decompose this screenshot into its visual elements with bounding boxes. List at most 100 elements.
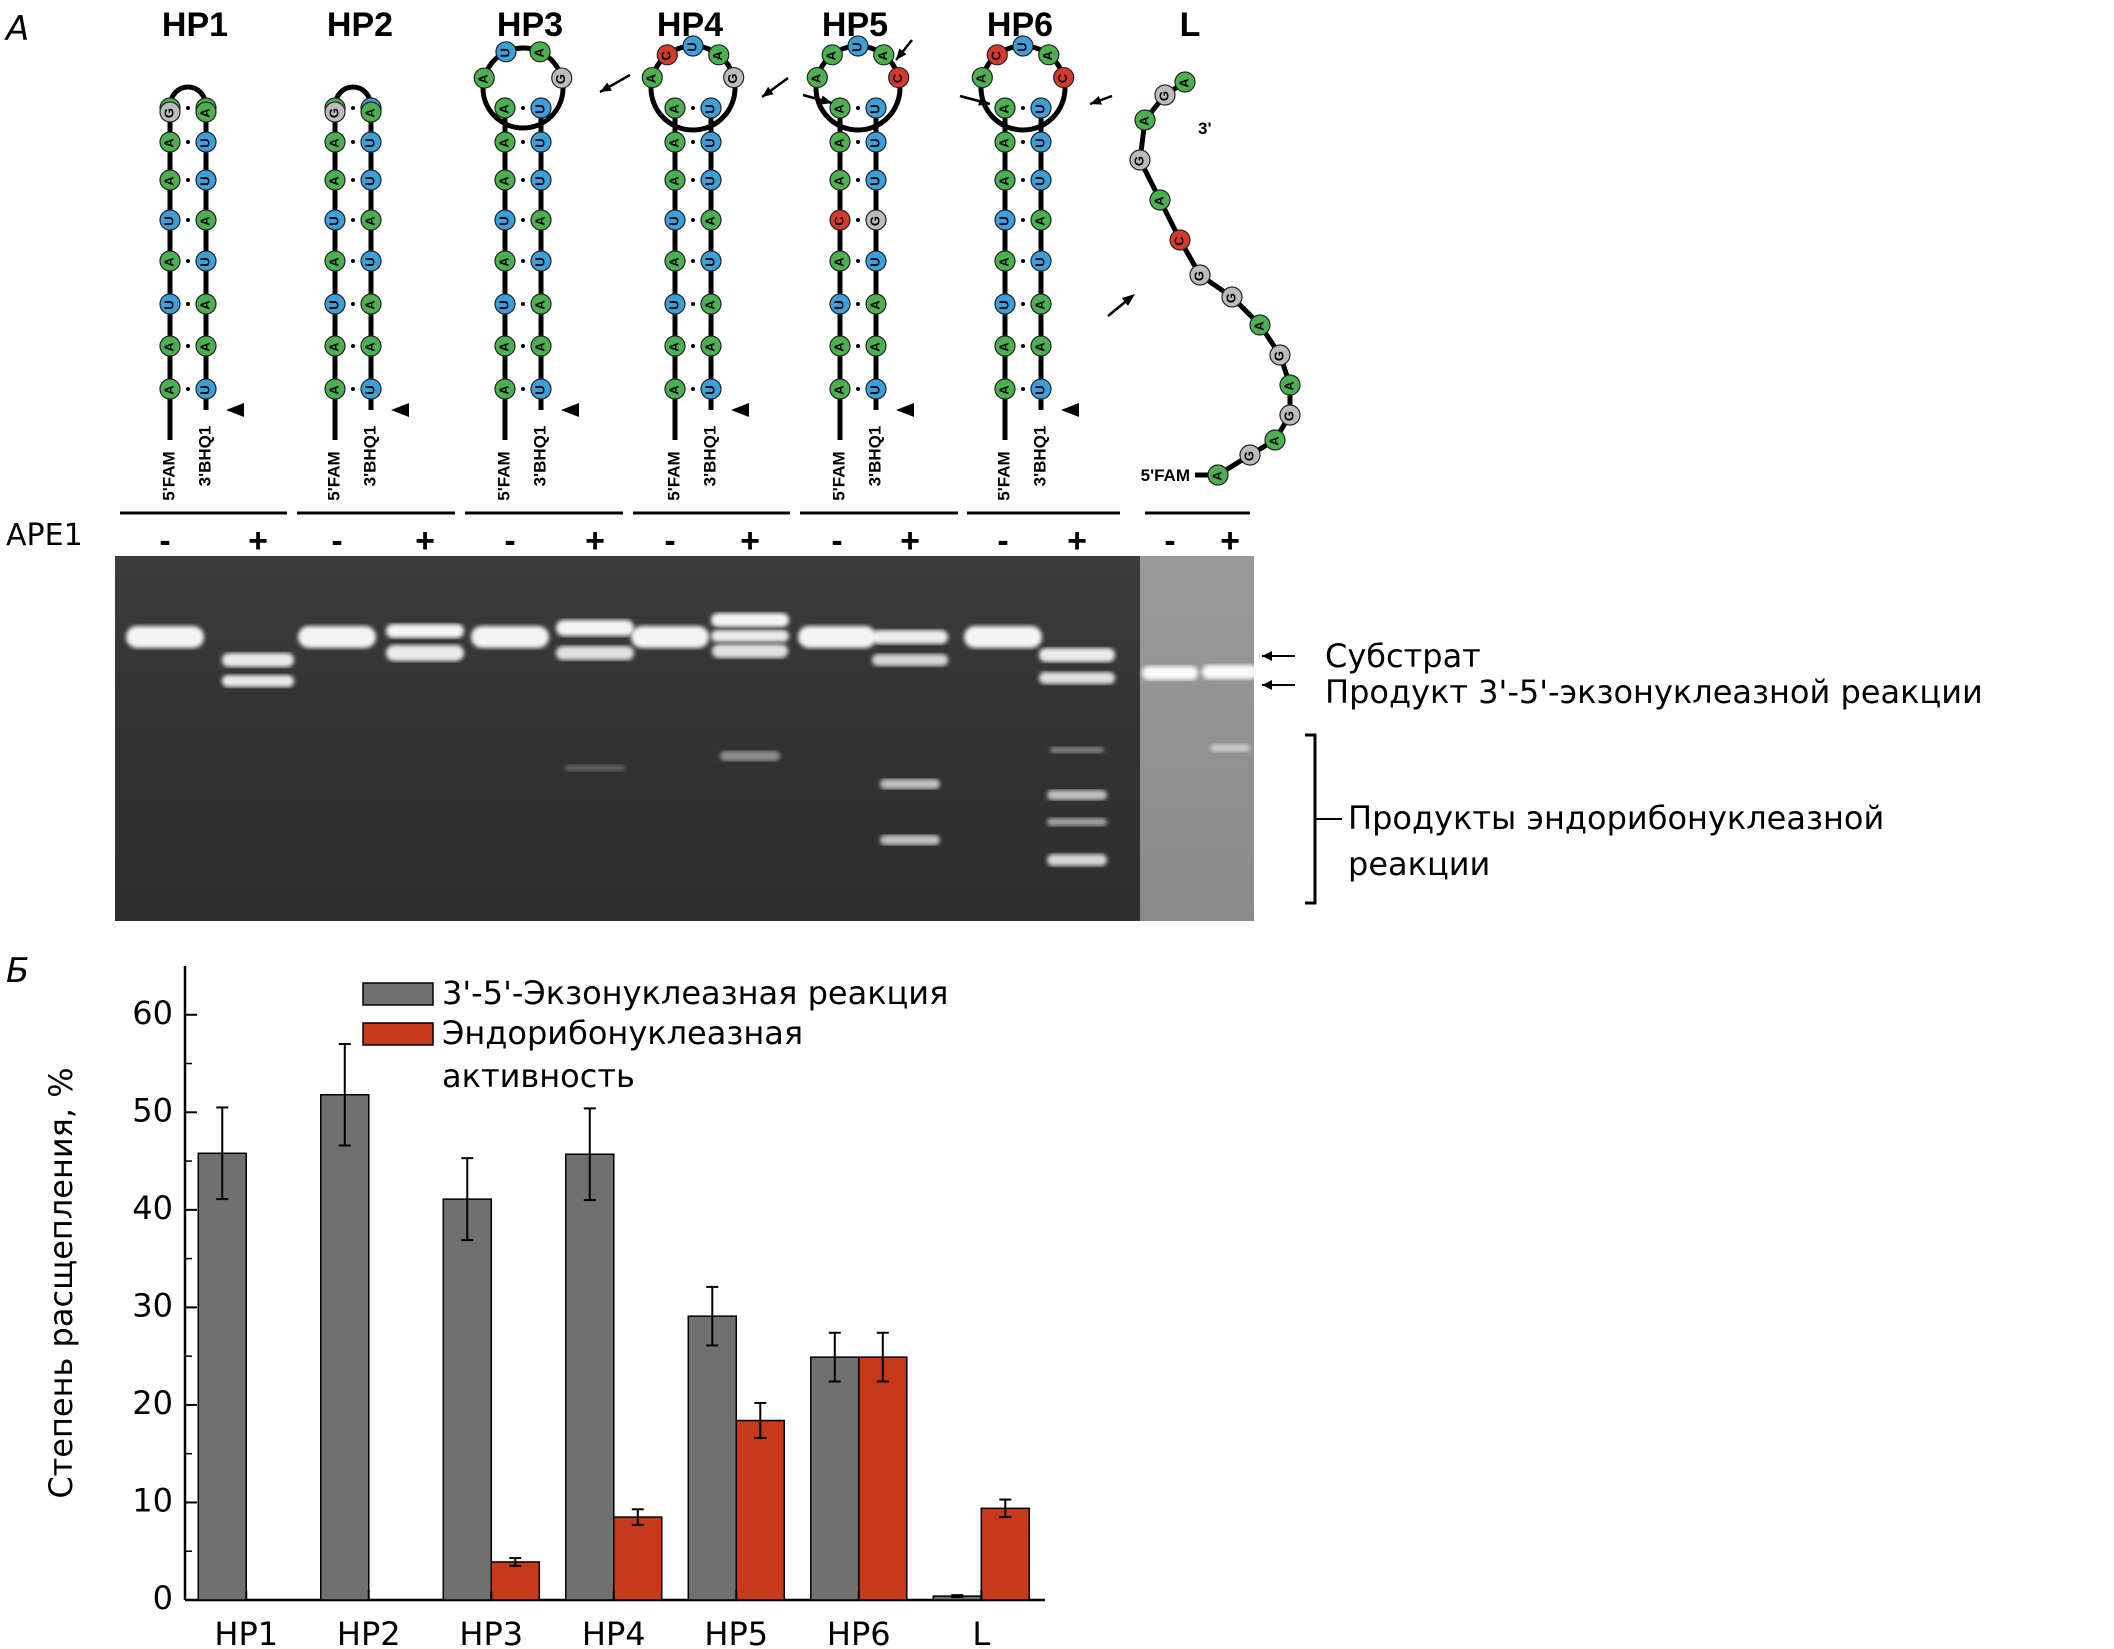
gel-band	[880, 835, 940, 845]
legend-swatch-endo	[362, 1022, 434, 1046]
gel-band	[964, 626, 1042, 648]
nucleotide-letter: A	[875, 51, 890, 61]
nucleotide-a	[1038, 44, 1060, 66]
nucleotide-a	[1149, 189, 1171, 211]
nucleotide-g	[1129, 149, 1151, 171]
nucleotide-u	[159, 293, 181, 315]
nucleotide-letter: U	[867, 138, 882, 147]
nucleotide-u	[195, 378, 217, 400]
nucleotide-letter: G	[161, 108, 176, 118]
nucleotide-a	[994, 335, 1016, 357]
nucleotide-g	[1279, 404, 1301, 426]
nucleotide-a	[821, 44, 843, 66]
legend-label-exo: 3'-5'-Экзонуклеазная реакция	[442, 974, 948, 1012]
nucleotide-a	[494, 378, 516, 400]
nucleotide-letter: A	[1251, 321, 1266, 331]
nucleotide-a	[641, 66, 663, 89]
bar-exo-hp1	[197, 1152, 248, 1601]
nucleotide-letter: G	[1241, 451, 1256, 461]
nucleotide-a	[529, 41, 551, 63]
chart-legend: 3'-5'-Экзонуклеазная реакцияЭндорибонукл…	[362, 974, 948, 1095]
nucleotide-letter: A	[666, 138, 681, 148]
gel-band	[556, 646, 634, 660]
nucleotide-letter: A	[824, 51, 839, 61]
nucleotide-a	[1030, 209, 1052, 231]
gel-image-linear	[1140, 556, 1254, 921]
nucleotide-u	[530, 131, 552, 153]
nucleotide-a	[530, 209, 552, 231]
nucleotide-u	[682, 35, 704, 57]
nucleotide-letter: A	[996, 104, 1011, 114]
nucleotide-letter: A	[161, 257, 176, 267]
legend-label-endo-line2: активность	[442, 1057, 635, 1095]
nucleotide-letter: A	[496, 257, 511, 267]
nucleotide-letter: U	[996, 216, 1011, 225]
linear-three-prime-label: 3'	[1198, 119, 1212, 138]
nucleotide-letter: A	[362, 216, 377, 226]
nucleotide-letter: A	[532, 342, 547, 352]
nucleotide-letter: A	[666, 257, 681, 267]
nucleotide-letter: U	[497, 48, 512, 57]
nucleotide-a	[994, 97, 1016, 119]
nucleotide-letter: A	[326, 138, 341, 148]
nucleotide-u	[829, 293, 851, 315]
nucleotide-a	[829, 378, 851, 400]
nucleotide-u	[195, 169, 217, 191]
cleavage-arrowhead	[731, 403, 749, 417]
nucleotide-u	[195, 131, 217, 153]
x-tick-label: HP4	[582, 1615, 646, 1649]
nucleotide-letter: U	[496, 216, 511, 225]
nucleotide-a	[324, 378, 346, 400]
nucleotide-letter: G	[1191, 271, 1206, 281]
nucleotide-a	[324, 169, 346, 191]
five-prime-label: 5'FAM	[494, 451, 513, 500]
gel-band	[1202, 665, 1258, 679]
nucleotide-a	[700, 293, 722, 315]
x-tick-label: HP6	[827, 1615, 891, 1649]
nucleotide-letter: U	[831, 300, 846, 309]
nucleotide-letter: A	[161, 138, 176, 148]
nucleotide-letter: C	[1171, 236, 1186, 246]
gel-band	[556, 620, 634, 636]
nucleotide-u	[994, 293, 1016, 315]
lane-signs: -+-+-+-+-+-+-+	[159, 522, 1240, 560]
nucleotide-a	[1030, 293, 1052, 315]
bar-endo-hp6	[858, 1356, 908, 1601]
nucleotide-letter: A	[831, 342, 846, 352]
nucleotide-letter: U	[702, 176, 717, 185]
nucleotide-a	[994, 378, 1016, 400]
gel-band	[386, 624, 464, 638]
y-tick-label: 50	[132, 1091, 173, 1129]
nucleotide-letter: A	[496, 385, 511, 395]
nucleotide-u	[324, 293, 346, 315]
nucleotide-letter: A	[1266, 436, 1281, 446]
nucleotide-g	[551, 67, 573, 89]
five-prime-label: 5'FAM	[829, 451, 848, 500]
nucleotide-letter: G	[1131, 156, 1146, 166]
nucleotide-u	[700, 250, 722, 272]
nucleotide-a	[664, 97, 686, 119]
bar-endo-hp5	[735, 1419, 786, 1601]
nucleotide-g	[1154, 84, 1176, 106]
nucleotide-letter: A	[1032, 342, 1047, 352]
nucleotide-a	[1134, 109, 1156, 131]
nucleotide-a	[360, 335, 382, 357]
gel-band	[565, 765, 625, 771]
nucleotide-a	[829, 131, 851, 153]
lane-sign-plus: +	[740, 522, 760, 560]
nucleotide-a	[1249, 314, 1271, 336]
nucleotide-u	[360, 131, 382, 153]
nucleotide-letter: A	[326, 385, 341, 395]
nucleotide-letter: A	[644, 73, 659, 83]
nucleotide-letter: U	[666, 300, 681, 309]
nucleotide-letter: G	[1223, 293, 1238, 303]
nucleotide-u	[700, 378, 722, 400]
gel-band	[471, 626, 549, 648]
nucleotide-a	[873, 44, 895, 66]
nucleotide-a	[994, 250, 1016, 272]
nucleotide-letter: A	[326, 176, 341, 186]
lane-sign-minus: -	[831, 522, 842, 560]
x-tick-label: HP2	[337, 1615, 401, 1649]
